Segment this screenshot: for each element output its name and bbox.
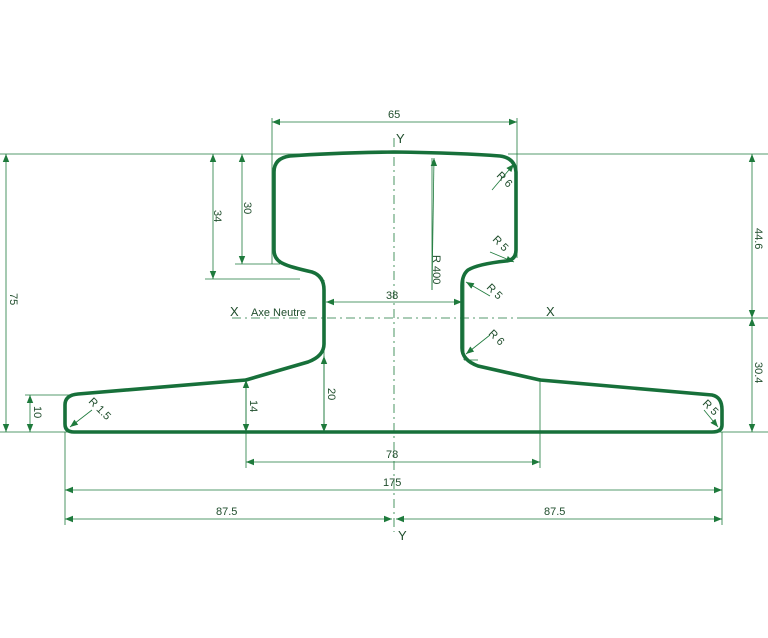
dim-total-height: 75 bbox=[7, 293, 19, 305]
dim-web-width: 38 bbox=[386, 290, 398, 302]
dim-web-lower: 20 bbox=[325, 388, 337, 400]
radius-head-under-label: R 5 bbox=[490, 234, 511, 255]
x-axis-right-label: X bbox=[546, 304, 555, 319]
dim-head-depth-34: 34 bbox=[211, 210, 223, 222]
dim-foot-chamfer-height: 14 bbox=[247, 400, 259, 412]
dim-upper-height: 44.6 bbox=[752, 228, 764, 249]
radius-foot-left-label: R 1.5 bbox=[86, 396, 113, 423]
dimension-lines bbox=[2, 118, 756, 523]
dim-lower-height: 30.4 bbox=[752, 362, 764, 383]
extension-lines bbox=[0, 118, 768, 525]
radius-foot-right-label: R 5 bbox=[700, 398, 721, 419]
y-axis-bottom-label: Y bbox=[398, 528, 407, 543]
dim-head-width: 65 bbox=[388, 109, 400, 121]
y-axis-top-label: Y bbox=[396, 131, 405, 146]
dim-foot-width: 175 bbox=[383, 477, 401, 489]
radius-web-bottom-label: R 6 bbox=[486, 328, 507, 349]
rail-profile-outline bbox=[63, 150, 724, 434]
dim-chamfer-width: 78 bbox=[386, 449, 398, 461]
radius-crown-label: R 400 bbox=[430, 255, 442, 284]
radius-web-top-label: R 5 bbox=[484, 282, 505, 303]
dim-head-depth-30: 30 bbox=[241, 202, 253, 214]
neutral-axis-label: Axe Neutre bbox=[251, 307, 306, 319]
radius-head-corner-label: R 6 bbox=[494, 170, 515, 191]
dim-foot-edge: 10 bbox=[31, 406, 43, 418]
dim-half-right: 87.5 bbox=[544, 506, 565, 518]
dim-half-left: 87.5 bbox=[216, 506, 237, 518]
x-axis-left-label: X bbox=[230, 304, 239, 319]
